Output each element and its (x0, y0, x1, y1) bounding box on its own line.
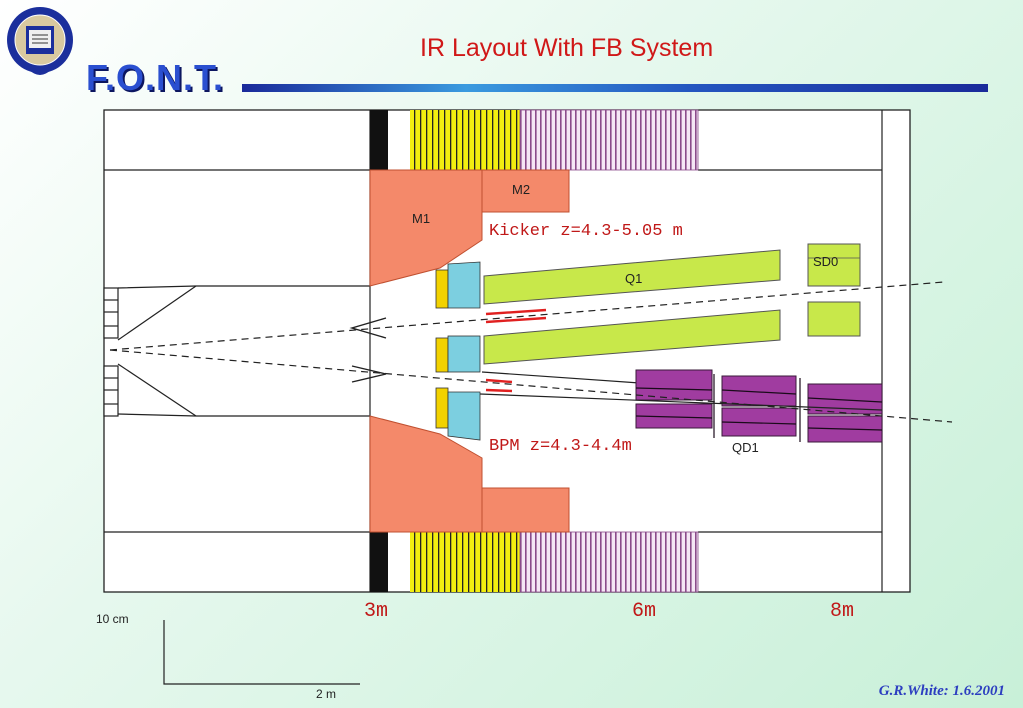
yellow-calorimeter-top (410, 110, 520, 170)
q1-label: Q1 (625, 271, 642, 286)
bpm-elements (435, 261, 481, 441)
incoming-beam-arrow-icon (349, 317, 387, 339)
scale-horizontal-label: 2 m (316, 687, 336, 701)
scale-bar (163, 620, 360, 685)
axis-label-6m: 6m (632, 600, 656, 623)
black-absorber-bottom (370, 532, 388, 592)
striped-detector-bottom (519, 531, 699, 593)
q1-quadrupole-upper (483, 249, 781, 305)
qd1-label: QD1 (732, 440, 759, 455)
sd0-label: SD0 (813, 254, 838, 269)
m2-label: M2 (512, 182, 530, 197)
m2-mask-bottom (481, 487, 570, 533)
sd0-sextupole-lower (807, 301, 861, 337)
font-logo-text: F.O.N.T. (86, 57, 225, 98)
bpm-label: BPM z=4.3-4.4m (489, 437, 632, 456)
slide-title: IR Layout With FB System (420, 34, 714, 62)
yellow-calorimeter-bottom (410, 532, 520, 592)
axis-label-3m: 3m (364, 600, 388, 623)
author-date-footer: G.R.White: 1.6.2001 (878, 683, 1005, 699)
beam-trajectories (109, 281, 953, 423)
kicker-label: Kicker z=4.3-5.05 m (489, 222, 683, 241)
black-absorber-top (370, 110, 388, 170)
scale-vertical-label: 10 cm (96, 612, 129, 626)
m1-mask-top (369, 169, 483, 287)
striped-detector-top (519, 109, 699, 171)
outgoing-beam-arrow-icon (351, 365, 387, 383)
kicker-plates (485, 308, 547, 393)
axis-label-8m: 8m (830, 600, 854, 623)
m2-mask-top (481, 169, 570, 213)
header-decorative-bar (242, 84, 988, 92)
sd0-sextupole-upper (807, 243, 861, 287)
beampipe-flange (103, 287, 119, 417)
q1-quadrupole-lower (483, 309, 781, 365)
university-crest-icon (7, 7, 73, 75)
beam-line-solid (479, 393, 883, 411)
m1-label: M1 (412, 211, 430, 226)
